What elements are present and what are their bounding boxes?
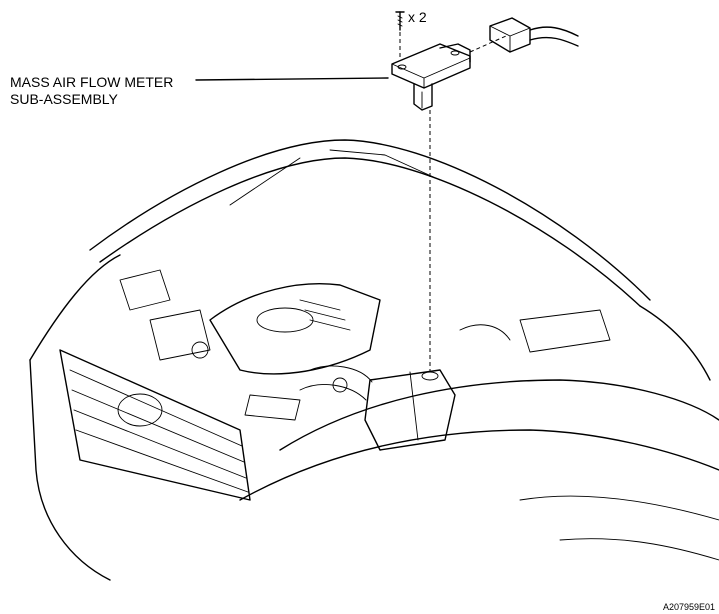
connector-path-line xyxy=(469,35,507,53)
part-label-line2: SUB-ASSEMBLY xyxy=(10,91,118,107)
air-cleaner-outline xyxy=(299,365,456,451)
engine-bay-details xyxy=(119,269,611,421)
screw-icon xyxy=(395,11,405,31)
part-label: MASS AIR FLOW METER SUB-ASSEMBLY xyxy=(10,74,173,108)
part-label-line1: MASS AIR FLOW METER xyxy=(10,74,174,90)
body-outline xyxy=(29,254,719,581)
connector-icon xyxy=(489,17,579,53)
leader-line xyxy=(195,77,389,81)
grille-outline xyxy=(59,349,251,501)
engine-cover-outline xyxy=(209,283,381,375)
mass-air-flow-meter-icon xyxy=(391,43,471,111)
screw-quantity-label: x 2 xyxy=(408,9,427,25)
figure-id: A207959E01 xyxy=(662,602,715,612)
hood-outline xyxy=(89,139,651,307)
